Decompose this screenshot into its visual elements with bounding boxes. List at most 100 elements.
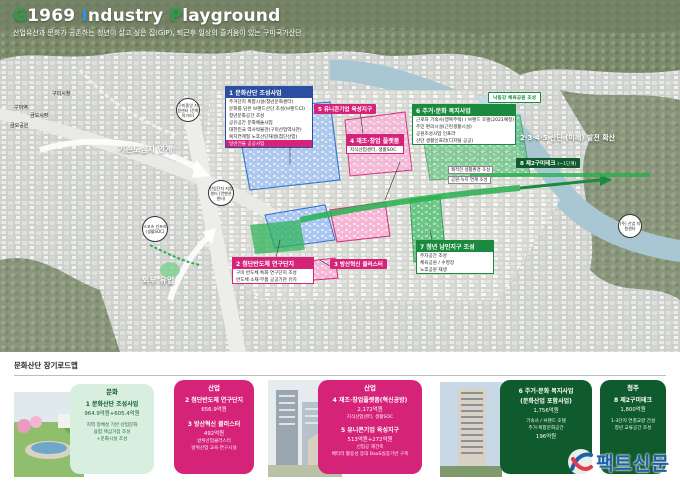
circle-center-a-text: 구미중앙 지원센터 (문화의거리) [177,102,199,118]
box-industry1-desc-1: 방위산업클러스터 [197,439,231,444]
callout-youth-row-3: 노후공원 재생 [420,267,447,273]
roadmap-section: 문화산단 장기로드맵 문화 1 문화산단 조성사업 964.9억원+605.4억… [0,352,680,481]
box-industry2-desc-2: 신업공 재건축 [356,445,384,450]
box-industry2-category: 산업 [364,384,376,392]
callout-culture-project: 1 문화산단 조성사업 주거단지 복합시설(청년문화센터) 문화를 담은 브랜드… [225,86,313,148]
box-housing-budget-2: 196억원 [535,434,557,440]
title-part-2: ndustry [87,6,170,26]
box-industry1-budget-2: 492억원 [203,431,225,437]
circle-center-b-text: 산업단지 지원센터 (컨벤션센터) [209,185,233,201]
callout-housing-welfare: 6 주거·문화 복지사업 근로자 기숙사(행복주택) / 브랜드 호텔(2021… [412,104,516,145]
circle-center-c-text: 스포츠 인프라 (생활SOC) [143,224,167,234]
box-industry2-desc-1: 지식산업센터, 생활SOC [346,415,394,420]
aerial-map: G1969 Industry Playground 산업유산과 문화가 공존하는… [0,0,680,352]
callout-semiconductor: 2 첨단반도체 연구단지 구미 반도체 특화 연구단지 조성 반도체 소재·부품… [232,257,314,284]
roadmap-title: 문화산단 장기로드맵 [14,361,78,370]
box-industry1-desc-2: 방위산업 교육·연구시설 [191,446,237,451]
label-geumo-hall: 금오시장 [30,113,49,119]
callout-semiconductor-head: 2 첨단반도체 연구단지 [233,258,313,269]
title-part-3: layground [182,6,281,26]
box-youth-title: 8 제2구미테크 [613,397,653,404]
circle-center-a: 구미중앙 지원센터 (문화의거리) [176,98,200,122]
roadmap-box-industry-2: 산업 4 재조·창업플랫폼(혁신공방) 2,172억원 지식산업센터, 생활SO… [318,380,422,474]
circle-center-c: 스포츠 인프라 (생활SOC) [142,216,168,242]
box-industry2-title-1: 4 재조·창업플랫폼(혁신공방) [332,397,408,404]
box-housing-desc-2: 주거·복합문화공간 [528,426,564,431]
box-housing-title-1: 6 주거·문화 복지사업 [518,388,574,395]
tag-second-tech-text: 8 제2구미테크 [520,161,556,167]
tag-defense-cluster: 3 방산혁신 클러스터 [330,259,387,269]
circle-center-b: 산업단지 지원센터 (컨벤션센터) [208,180,234,206]
circle-center-d-text: (주) 산업 지원센터 [619,221,641,231]
roadmap-box-culture: 문화 1 문화산단 조성사업 964.9억원+605.4억원 지역 정체성 기반… [70,384,154,474]
map-illustration [0,0,680,352]
title-letter-i: I [81,6,88,26]
box-youth-desc-2: 청년 교류공간 조성 [614,426,652,431]
callout-housing-row-4: 산단 생활인프라(디지털 공공) [416,138,474,144]
callout-youth-row-2: 체육공원 / 수영장 [420,260,455,266]
box-industry2-desc-3: 배터리 활용성 증대 BaaS실증기반 구축 [331,452,409,457]
callout-culture-row-5: 대한민국 역사박물관(구미산업역사관) [229,127,302,133]
watermark-logo-icon [568,449,595,475]
box-housing-budget-1: 1,756억원 [533,408,559,414]
box-culture-category: 문화 [106,388,118,396]
callout-startup-head: 4 재조·창업 플랫폼 [347,135,403,146]
label-gumi-city: 구미시청 [52,91,71,97]
box-culture-desc-3: +문화시설 조성 [96,437,128,442]
callout-culture-foot: 일반건물 공공사업 [226,140,312,147]
callout-housing-row-2: 주민 편의시설(근린생활시설) [416,124,472,130]
roadmap-divider [14,375,666,376]
roadmap-box-youth: 청주 8 제2구미테크 1,800억원 1-3단지 연결교량 건설 청년 교류공… [600,380,666,474]
callout-youth-district: 7 청년 남민지구 조성 주차공간 조성 체육공원 / 수영장 노후공원 재생 [416,240,494,274]
callout-housing-head: 6 주거·문화 복지사업 [413,105,515,116]
label-geumo-park: 금오공원 [10,123,29,129]
callout-semiconductor-row-1: 구미 반도체 특화 연구단지 조성 [236,270,297,276]
box-industry1-title-2: 3 방산혁신 클러스터 [187,421,241,428]
label-gumi-station: 구미역 [14,105,28,111]
box-housing-title-2: (문화산업 포함사업) [520,398,572,405]
tag-second-tech: 8 제2구미테크 (~1단계) [516,158,581,168]
watermark: 팩트신문 [566,447,670,477]
photo-housing-tower [440,382,502,477]
box-industry2-title-2: 5 유니콘기업 육성지구 [340,427,400,434]
title-letter-g: G [13,6,28,26]
tag-river-park: 낙동강 체육공원 조성 [488,92,542,103]
callout-startup-platform: 4 재조·창업 플랫폼 지식산업센터, 생활SOC [346,134,404,154]
box-culture-desc-1: 지역 정체성 기반 산업문화 [86,423,138,428]
box-culture-title: 1 문화산단 조성사업 [85,401,139,408]
callout-culture-row-3: 청년문화공간 조성 [229,113,265,119]
callout-housing-row-1: 근로자 기숙사(행복주택) / 브랜드 호텔(2021예정) [416,117,515,123]
box-industry1-category: 산업 [208,384,220,392]
box-youth-budget: 1,800억원 [620,407,646,413]
callout-culture-row-4: 공유공간 문화예술사업 [229,120,273,126]
callout-culture-project-head: 1 문화산단 조성사업 [226,87,312,98]
page-title: G1969 Industry Playground [13,6,280,26]
circle-center-d: (주) 산업 지원센터 [618,214,642,238]
watermark-text: 팩트신문 [596,452,670,475]
callout-youth-row-1: 주차공간 조성 [420,253,447,259]
box-culture-desc-2: 융합 핵심거점 조성 [93,430,131,435]
tag-second-tech-tail: (~1단계) [557,162,577,167]
label-extra-2: 공원·녹지 연계 조성 [448,176,491,184]
roadmap-box-industry-1: 산업 2 첨단반도체 연구단지 656.9억원 3 방산혁신 클러스터 492억… [174,380,254,474]
tag-unicorn: 5 유니콘기업 육성지구 [314,104,377,114]
box-industry1-title-1: 2 첨단반도체 연구단지 [184,397,244,404]
box-culture-budget: 964.9억원+605.4억원 [84,411,140,417]
page-subtitle: 산업유산과 문화가 공존하는 청년이 살고 싶은 집(GIP), 퇴근후 일상의… [13,29,302,37]
callout-youth-head: 7 청년 남민지구 조성 [417,241,493,252]
box-youth-desc-1: 1-3단지 연결교량 건설 [610,419,656,424]
box-industry2-budget-1: 2,172억원 [357,407,383,413]
box-youth-category: 청주 [627,384,639,392]
callout-culture-row-1: 주거단지 복합시설(청년문화센터) [229,99,294,105]
box-housing-desc-1: 기숙사 / 브랜드 호텔 [526,419,566,424]
box-industry2-budget-2: 513억원+272억원 [347,437,393,443]
title-letter-p: P [169,6,183,26]
label-extra-1: 쾌적한 생활환경 조성 [448,166,494,174]
callout-startup-row-1: 지식산업센터, 생활SOC [350,147,397,153]
box-industry1-budget-1: 656.9억원 [201,407,227,413]
callout-culture-row-2: 문화를 담은 브랜드산단 조성(브랜드CI) [229,106,305,112]
callout-culture-row-6: 복지연계형 노후산단재생(첨단산업) [229,134,298,140]
label-external-inflow: 외부 유입 [142,276,175,285]
callout-housing-row-3: 공원조성사업 인프라 [416,131,456,137]
